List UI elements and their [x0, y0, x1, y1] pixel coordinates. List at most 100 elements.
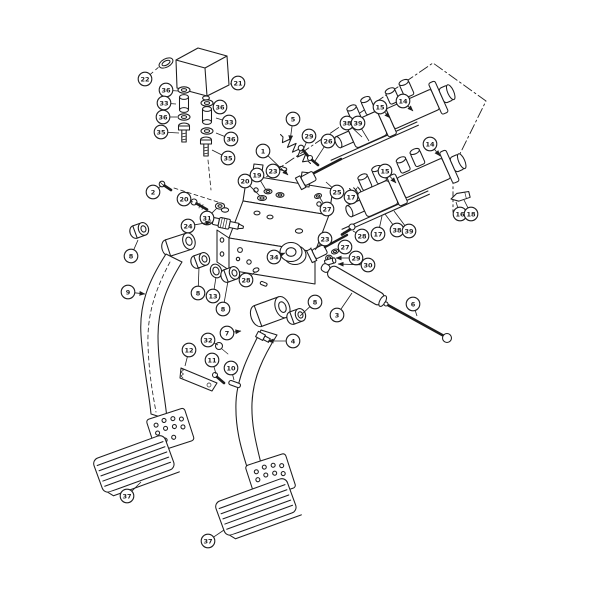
callout-circle — [238, 272, 254, 288]
callout-33: 33 — [215, 114, 237, 130]
callout-number: 13 — [208, 292, 217, 300]
callout-circle — [370, 226, 386, 242]
callout-8: 8 — [299, 294, 323, 317]
callout-35: 35 — [153, 124, 180, 140]
assembly-axis — [207, 159, 212, 191]
callout-circle — [155, 109, 171, 125]
leader-line — [299, 306, 311, 317]
callout-circle — [255, 143, 271, 159]
leader-line — [194, 220, 212, 226]
stud — [246, 259, 252, 265]
leader-line — [149, 65, 161, 75]
fastener-stack-left — [177, 86, 191, 143]
seal-ring — [158, 57, 174, 69]
callout-32: 32 — [200, 332, 219, 348]
callout-number: 8 — [313, 298, 318, 306]
leader-line — [250, 271, 256, 276]
callout-circle — [215, 301, 231, 317]
callout-27: 27 — [337, 239, 353, 255]
callout-6: 6 — [405, 296, 421, 317]
callout-number: 4 — [291, 337, 296, 345]
callout-16: 16 — [452, 201, 468, 222]
bolt-hole — [235, 256, 241, 262]
callout-number: 6 — [411, 300, 416, 308]
pushrod-washer — [331, 248, 339, 255]
stop-lamp-switch — [211, 217, 245, 230]
leader-line — [249, 185, 261, 197]
leader-line — [215, 117, 223, 121]
callout-number: 24 — [183, 222, 193, 230]
callout-19: 19 — [249, 167, 267, 191]
callout-number: 17 — [373, 230, 382, 238]
callout-29: 29 — [335, 250, 364, 266]
callout-number: 20 — [179, 195, 189, 203]
pedal-arm-centerline — [147, 261, 171, 413]
callout-13: 13 — [205, 276, 221, 304]
callout-circle — [205, 288, 221, 304]
callout-circle — [317, 231, 333, 247]
operating-rod — [383, 301, 453, 344]
callout-number: 37 — [203, 537, 212, 545]
callout-34: 34 — [266, 249, 286, 265]
leader-line — [379, 215, 383, 228]
callout-circle — [249, 167, 265, 183]
callout-22: 22 — [137, 65, 161, 87]
callout-number: 23 — [320, 235, 329, 243]
clutch-pedal — [140, 232, 196, 453]
callout-number: 29 — [304, 132, 314, 140]
callout-circle — [119, 488, 135, 504]
callout-38: 38 — [384, 213, 405, 238]
callout-circle — [180, 218, 196, 234]
callout-number: 19 — [252, 171, 262, 179]
callout-3: 3 — [329, 292, 353, 323]
master-cylinder-upper — [312, 62, 461, 164]
callout-number: 15 — [380, 167, 390, 175]
callout-number: 16 — [455, 210, 465, 218]
leader-line — [463, 199, 469, 209]
callout-circle — [360, 257, 376, 273]
callout-circle — [181, 342, 197, 358]
bolt-hole — [294, 228, 304, 234]
callout-circle — [237, 173, 253, 189]
serrated-stop-plate — [179, 367, 218, 392]
leader-line — [361, 128, 370, 142]
pedal-mount-cover — [175, 47, 230, 101]
leader-line — [455, 201, 459, 208]
callout-number: 10 — [226, 364, 236, 372]
pivot-bushing — [188, 250, 212, 271]
callout-circle — [463, 206, 479, 222]
callout-24: 24 — [180, 218, 212, 234]
leader-line — [340, 292, 353, 310]
callout-number: 28 — [241, 276, 251, 284]
bolt-hole — [266, 214, 274, 220]
leader-line — [213, 529, 225, 538]
set-screw — [158, 180, 173, 192]
pivot-bushing — [127, 220, 151, 241]
bolt-hole — [316, 201, 322, 207]
callout-20: 20 — [237, 173, 261, 197]
pivot-boss — [279, 241, 307, 266]
mounting-bolt — [177, 122, 191, 143]
callout-number: 23 — [268, 167, 277, 175]
leader-line — [278, 252, 286, 258]
callout-36: 36 — [212, 99, 228, 115]
callout-30: 30 — [337, 257, 376, 273]
leader-line — [133, 239, 139, 250]
callout-15: 15 — [377, 163, 397, 184]
leader-line — [197, 266, 200, 287]
pushrod-washer — [314, 192, 322, 200]
leader-line — [314, 243, 321, 251]
callout-circle — [343, 189, 359, 205]
callout-36: 36 — [215, 131, 239, 147]
callout-12: 12 — [181, 342, 197, 367]
washer-and-pin — [252, 267, 268, 287]
leader-line — [215, 132, 225, 137]
callout-number: 21 — [233, 79, 243, 87]
bracket-side-flange — [216, 229, 230, 271]
callout-27: 27 — [319, 197, 335, 217]
thrust-washer — [209, 263, 223, 279]
return-spring — [279, 133, 312, 165]
callout-circle — [223, 131, 239, 147]
